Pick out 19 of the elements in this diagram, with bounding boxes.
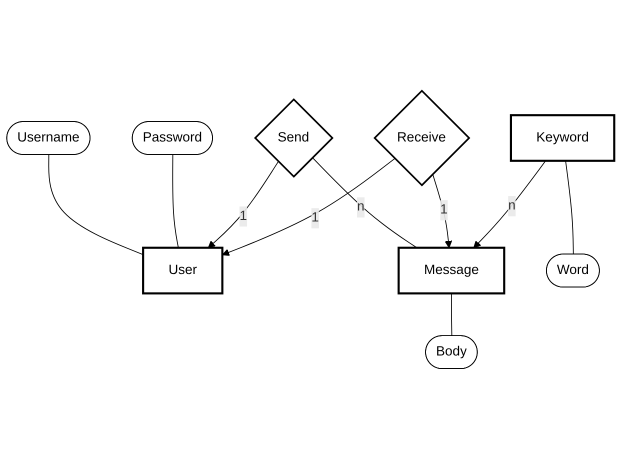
connector bbox=[172, 154, 179, 248]
connector bbox=[48, 154, 144, 255]
edge-label: 1 bbox=[311, 210, 319, 225]
connector bbox=[451, 292, 452, 336]
arrow bbox=[222, 158, 396, 256]
arrow bbox=[208, 160, 279, 248]
node-box: User bbox=[142, 246, 224, 294]
node-box: Keyword bbox=[510, 114, 616, 162]
node-diamond: Receive bbox=[373, 89, 470, 186]
edge-label: n bbox=[357, 200, 365, 214]
connector bbox=[312, 156, 418, 248]
arrow bbox=[432, 173, 452, 248]
edge-label: n bbox=[508, 198, 516, 213]
connector bbox=[565, 160, 574, 255]
edge-label: 1 bbox=[239, 208, 247, 224]
node-diamond: Send bbox=[254, 98, 334, 178]
node-box: Message bbox=[398, 246, 506, 294]
edge-label: 1 bbox=[440, 202, 448, 217]
arrow bbox=[473, 160, 546, 248]
